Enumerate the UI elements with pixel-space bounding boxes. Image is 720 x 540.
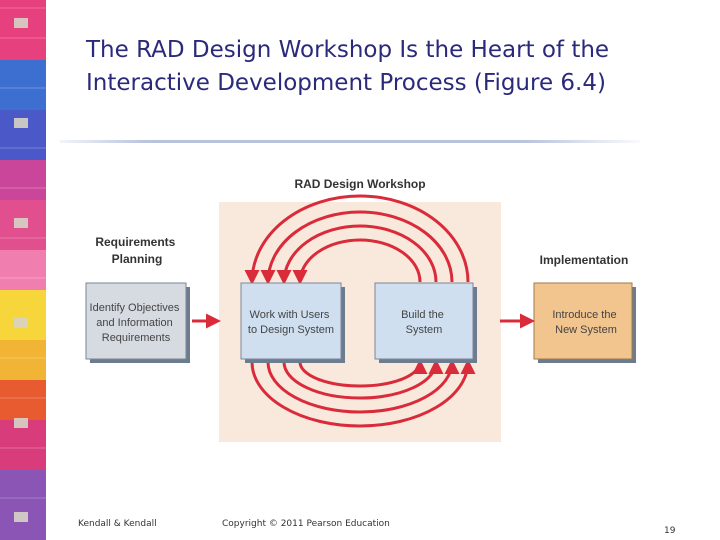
slide-title-line2: Interactive Development Process (Figure … xyxy=(86,70,606,96)
slide-number: 19 xyxy=(664,526,676,536)
bottom-cycle-arrows xyxy=(250,359,476,428)
svg-text:Work with Users to Desig: Work with Users to Design System xyxy=(248,309,334,336)
footer-copyright: Copyright © 2011 Pearson Education xyxy=(222,519,390,529)
box-work-with-users: Work with Users to Design System xyxy=(240,282,345,363)
footer-author: Kendall & Kendall xyxy=(78,519,157,529)
workshop-title: RAD Design Workshop xyxy=(294,177,425,191)
slide-title: The RAD Design Workshop Is the Heart of … xyxy=(86,34,686,100)
decorative-quilt-stripe xyxy=(0,0,46,540)
box-identify-objectives: Identify Objectives and Information Requ… xyxy=(85,282,190,363)
box-build-system: Build the System xyxy=(374,282,477,363)
title-divider xyxy=(60,140,640,143)
slide-title-line1: The RAD Design Workshop Is the Heart of … xyxy=(86,37,610,63)
top-cycle-arrows xyxy=(244,194,470,285)
svg-text:Build the System: Build the System xyxy=(401,309,447,336)
svg-text:Introduce the New System: Introduce the New System xyxy=(552,309,619,336)
requirements-heading: Requirements Planning xyxy=(95,235,178,266)
box-introduce-system: Introduce the New System xyxy=(533,282,636,363)
implementation-heading: Implementation xyxy=(540,253,629,267)
svg-text:Identify Objectives and: Identify Objectives and Information Requ… xyxy=(90,302,183,344)
